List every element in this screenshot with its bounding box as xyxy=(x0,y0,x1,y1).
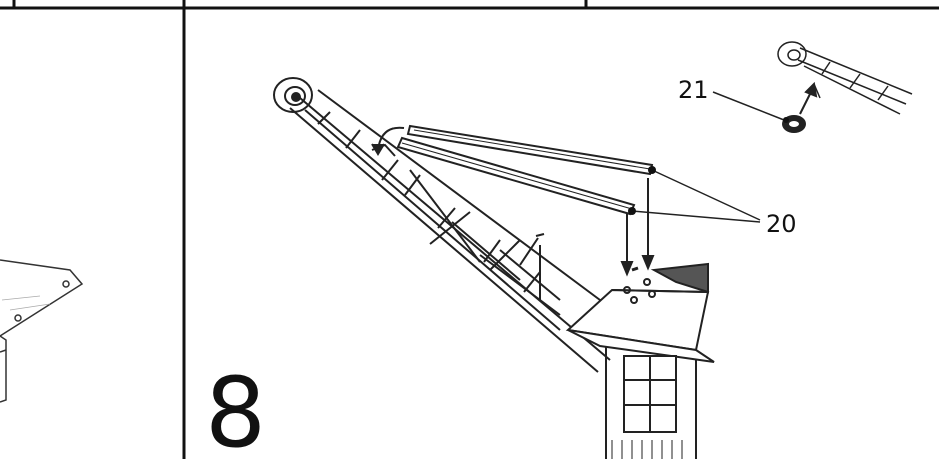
cabin xyxy=(565,262,715,459)
callout-label-21: 21 xyxy=(678,76,709,104)
insert-arrow xyxy=(371,126,405,156)
down-arrows xyxy=(620,178,655,277)
part-21-cap xyxy=(782,81,818,133)
callout-label-20: 20 xyxy=(766,210,797,238)
step-number: 8 xyxy=(205,357,266,459)
callout-leaders xyxy=(631,91,785,223)
previous-step-fragment xyxy=(0,259,84,403)
inset-boom-detail xyxy=(777,41,913,115)
part-20-rods xyxy=(396,124,654,216)
callout-dots xyxy=(628,117,789,215)
crane-boom xyxy=(273,77,611,373)
